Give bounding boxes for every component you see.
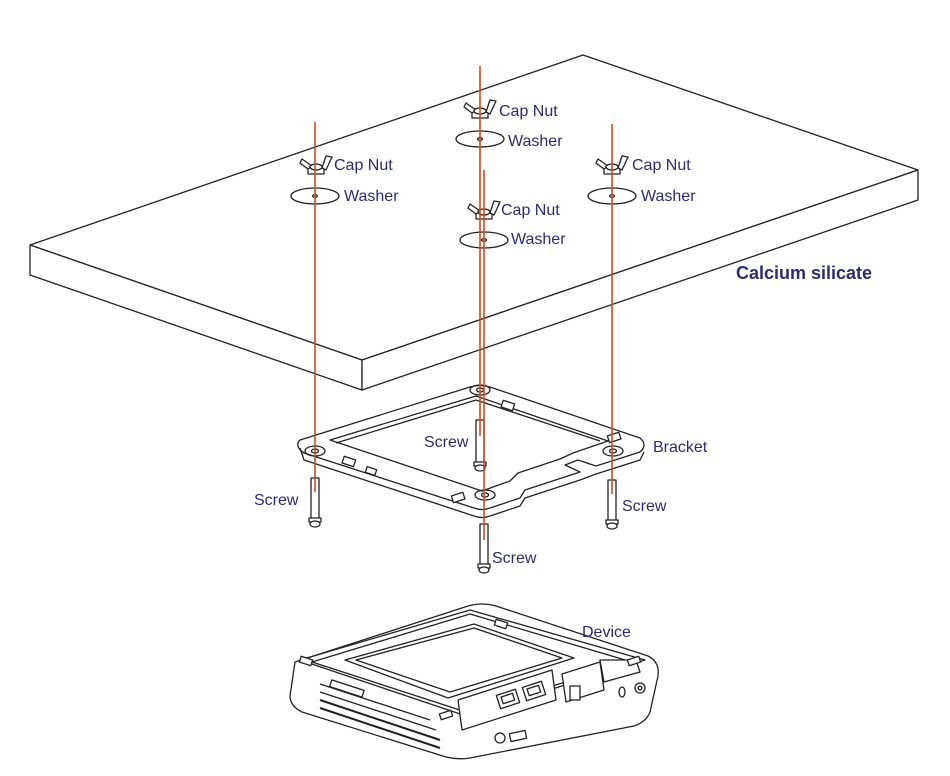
access-point-device (289, 603, 659, 760)
label-calcium-silicate: Calcium silicate (736, 263, 872, 283)
label-washer-left: Washer (344, 188, 399, 205)
label-screw-center-upper: Screw (424, 434, 469, 451)
label-cap-nut-top: Cap Nut (499, 103, 558, 120)
mounting-bracket (297, 384, 645, 519)
label-screw-right: Screw (622, 498, 667, 515)
label-washer-right: Washer (641, 188, 696, 205)
label-screw-center-lower: Screw (492, 550, 537, 567)
label-device: Device (582, 624, 631, 641)
cap-nut-left (299, 155, 333, 175)
calcium-silicate-board (29, 54, 919, 391)
label-cap-nut-center: Cap Nut (501, 202, 560, 219)
label-bracket: Bracket (653, 439, 708, 456)
label-cap-nut-right: Cap Nut (632, 157, 691, 174)
label-cap-nut-left: Cap Nut (334, 157, 393, 174)
label-washer-top: Washer (508, 133, 563, 150)
alignment-lines (314, 66, 613, 540)
label-screw-left: Screw (254, 492, 299, 509)
cap-nut-right (595, 155, 629, 175)
label-washer-center: Washer (511, 231, 566, 248)
